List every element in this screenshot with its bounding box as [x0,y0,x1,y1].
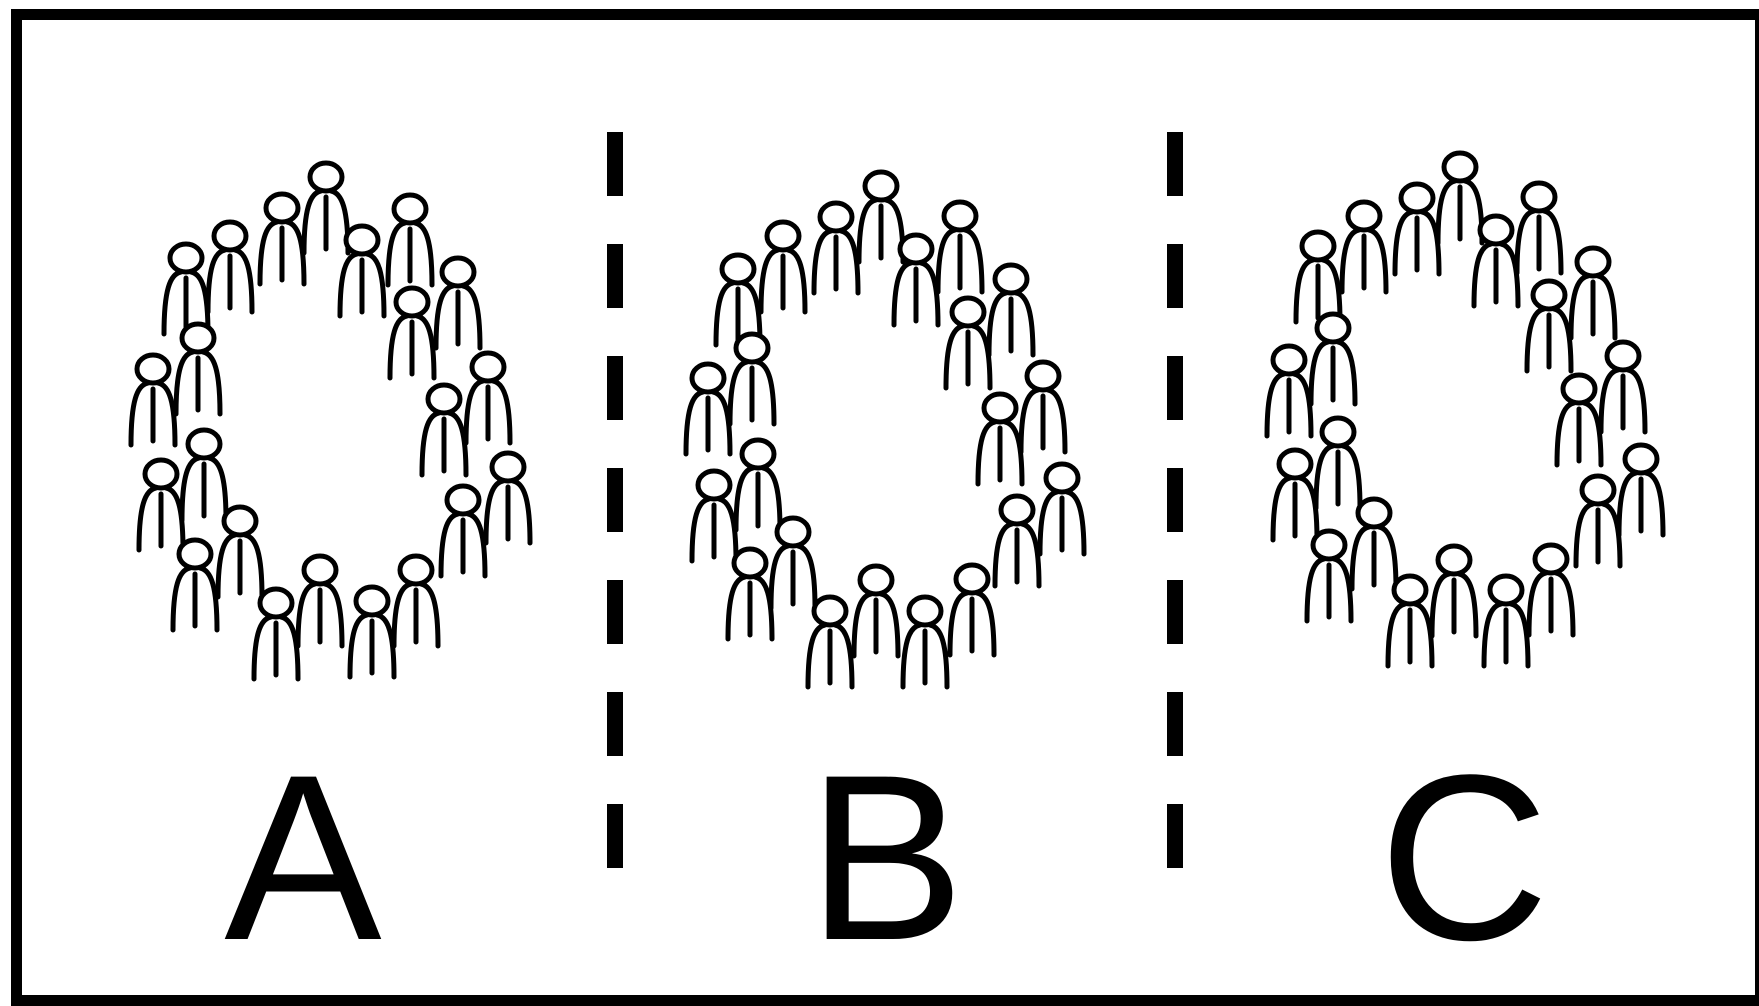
person-icon [1273,450,1317,540]
person-icon [131,355,175,445]
person-icon [989,265,1033,355]
person-icon [182,430,226,520]
person-icon [1342,202,1386,292]
person-icon [761,222,805,312]
person-icon [139,460,183,550]
person-icon [1527,281,1571,371]
person-icon [814,203,858,293]
person-icon [1557,375,1601,465]
person-icon [1316,418,1360,508]
person-icon [894,235,938,325]
person-icon [1296,232,1340,322]
person-icon [340,226,384,316]
person-icon [486,453,530,543]
crowd-ring-a [131,163,530,679]
person-icon [218,507,262,597]
person-icon [390,288,434,378]
person-icon [978,394,1022,484]
person-icon [903,597,947,687]
person-icon [1352,499,1396,589]
crowd-ring-c [1267,153,1663,666]
person-icon [1311,314,1355,404]
person-icon [254,589,298,679]
person-icon [854,566,898,656]
person-icon [1307,531,1351,621]
person-icon [208,222,252,312]
person-icon [1040,464,1084,554]
person-icon [1021,362,1065,452]
person-icon [692,471,736,561]
person-icon [441,486,485,576]
person-icon [436,258,480,348]
person-icon [176,324,220,414]
person-icon [995,496,1039,586]
panel-label-a: A [153,740,453,976]
person-icon [466,353,510,443]
person-icon [1395,184,1439,274]
person-icon [350,587,394,677]
person-icon [260,194,304,284]
person-icon [859,172,903,262]
person-icon [1517,183,1561,273]
person-icon [173,540,217,630]
panel-label-c: C [1314,740,1614,976]
person-icon [938,202,982,292]
person-icon [1576,476,1620,566]
person-icon [1619,445,1663,535]
person-icon [298,556,342,646]
person-icon [388,195,432,285]
person-icon [946,298,990,388]
person-icon [808,597,852,687]
person-icon [1601,342,1645,432]
person-icon [728,549,772,639]
person-icon [304,163,348,253]
person-icon [1388,576,1432,666]
person-icon [716,255,760,345]
person-icon [1474,216,1518,306]
person-icon [736,440,780,530]
person-icon [771,518,815,608]
person-icon [164,244,208,334]
panel-label-b: B [736,740,1036,976]
person-icon [1432,546,1476,636]
person-icon [1571,248,1615,338]
person-icon [950,565,994,655]
person-icon [394,556,438,646]
person-icon [1267,346,1311,436]
person-icon [422,385,466,475]
person-icon [730,334,774,424]
person-icon [1438,153,1482,243]
person-icon [1484,576,1528,666]
crowd-ring-b [686,172,1084,687]
person-icon [686,364,730,454]
person-icon [1529,545,1573,635]
